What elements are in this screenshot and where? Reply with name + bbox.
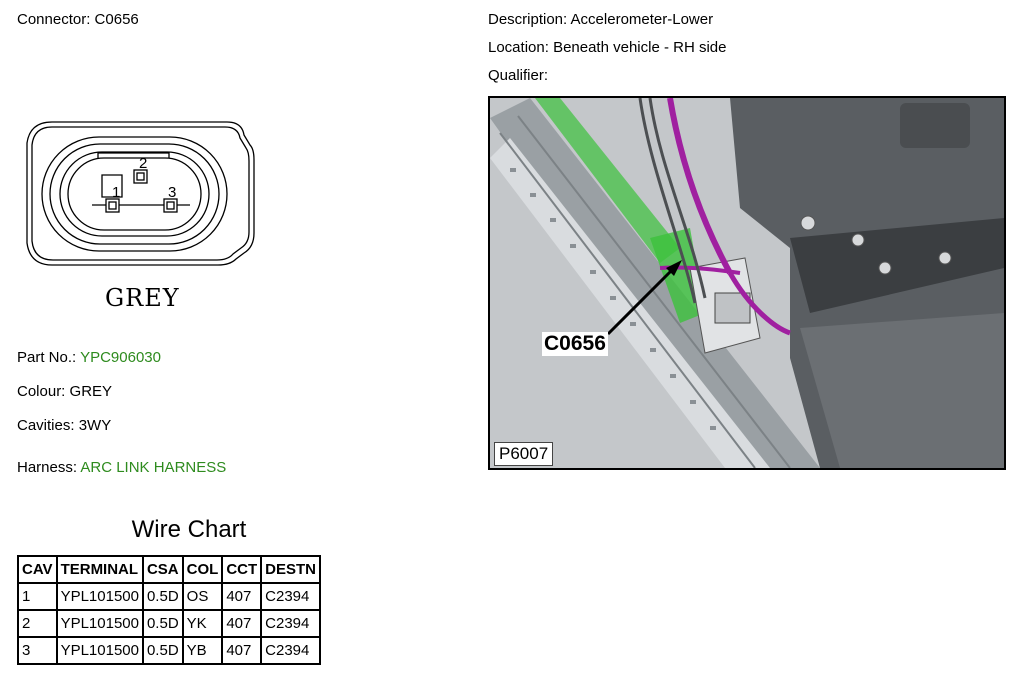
cell-csa: 0.5D: [141, 636, 184, 665]
table-row: 1 YPL101500 0.5D OS 407 C2394: [17, 582, 321, 611]
harness-line: Harness: ARC LINK HARNESS: [17, 459, 226, 476]
cavity-number-3: 3: [168, 184, 176, 201]
colour-value: GREY: [69, 383, 113, 400]
colour-line: Colour: GREY: [17, 383, 112, 400]
cavity-number-1: 1: [112, 184, 120, 201]
wire-chart-table: CAV TERMINAL CSA COL CCT DESTN 1 YPL1015…: [17, 555, 321, 665]
vehicle-underside-illustration: [490, 98, 1004, 468]
header-destn: DESTN: [260, 555, 321, 584]
cell-csa: 0.5D: [141, 582, 184, 611]
connector-heading: Connector: C0656: [17, 11, 139, 28]
cell-col: YK: [181, 609, 224, 638]
harness-link[interactable]: ARC LINK HARNESS: [80, 459, 227, 476]
description-label: Description:: [488, 11, 568, 28]
connector-callout-label: C0656: [542, 332, 608, 356]
cell-cav: 2: [17, 609, 58, 638]
harness-label: Harness:: [17, 459, 78, 476]
connector-id: C0656: [94, 11, 139, 28]
header-col: COL: [181, 555, 224, 584]
cell-csa: 0.5D: [141, 609, 184, 638]
cell-destn: C2394: [260, 609, 321, 638]
header-cav: CAV: [17, 555, 58, 584]
cell-col: YB: [181, 636, 224, 665]
cavities-label: Cavities:: [17, 417, 75, 434]
connector-face-diagram: 1 2 3: [26, 121, 255, 266]
table-row: 3 YPL101500 0.5D YB 407 C2394: [17, 636, 321, 665]
cell-cct: 407: [221, 636, 263, 665]
connector-color-caption: GREY: [105, 284, 180, 312]
cell-terminal: YPL101500: [55, 609, 144, 638]
part-no-link[interactable]: YPC906030: [80, 349, 161, 366]
wire-chart-title: Wire Chart: [131, 516, 247, 543]
cavities-line: Cavities: 3WY: [17, 417, 111, 434]
header-cct: CCT: [221, 555, 263, 584]
location-label: Location:: [488, 39, 549, 56]
location-line: Location: Beneath vehicle - RH side: [488, 39, 727, 56]
cell-cct: 407: [221, 609, 263, 638]
cavities-value: 3WY: [78, 417, 112, 434]
description-value: Accelerometer-Lower: [570, 11, 714, 28]
qualifier-line: Qualifier:: [488, 67, 548, 84]
cell-destn: C2394: [260, 636, 321, 665]
header-csa: CSA: [141, 555, 184, 584]
location-value: Beneath vehicle - RH side: [553, 39, 727, 56]
cell-terminal: YPL101500: [55, 582, 144, 611]
cell-cct: 407: [221, 582, 263, 611]
header-terminal: TERMINAL: [55, 555, 144, 584]
connector-label: Connector:: [17, 11, 91, 28]
table-row: 2 YPL101500 0.5D YK 407 C2394: [17, 609, 321, 638]
table-header-row: CAV TERMINAL CSA COL CCT DESTN: [17, 555, 321, 584]
cell-col: OS: [181, 582, 224, 611]
photo-reference-tag: P6007: [494, 442, 554, 466]
cell-destn: C2394: [260, 582, 321, 611]
cell-terminal: YPL101500: [55, 636, 144, 665]
location-illustration: C0656 P6007: [488, 96, 1006, 470]
qualifier-label: Qualifier:: [488, 67, 549, 84]
colour-label: Colour:: [17, 383, 66, 400]
part-no-label: Part No.:: [17, 349, 77, 366]
description-line: Description: Accelerometer-Lower: [488, 11, 713, 28]
cavity-number-2: 2: [139, 155, 147, 172]
part-no-line: Part No.: YPC906030: [17, 349, 161, 366]
cell-cav: 3: [17, 636, 58, 665]
cell-cav: 1: [17, 582, 58, 611]
